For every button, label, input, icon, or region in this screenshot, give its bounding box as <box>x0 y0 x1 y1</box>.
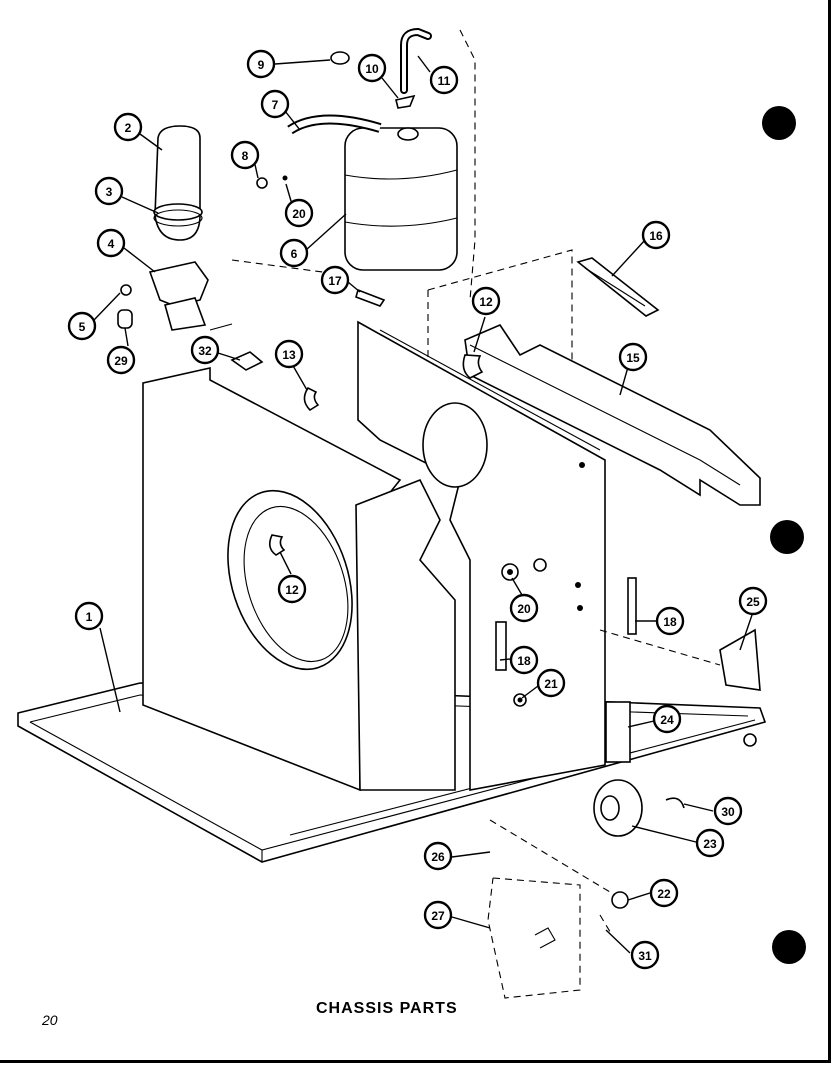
callout-label: 26 <box>431 850 445 864</box>
callout-22: 22 <box>649 878 679 908</box>
callout-8: 8 <box>230 140 260 170</box>
callout-24: 24 <box>652 704 682 734</box>
right-side-parts <box>489 577 761 936</box>
binder-hole-middle <box>770 520 804 554</box>
callout-label: 23 <box>703 837 717 851</box>
callout-20-top: 20 <box>284 198 314 228</box>
callout-label: 15 <box>626 351 640 365</box>
callout-label: 2 <box>125 121 132 135</box>
callout-2: 2 <box>113 112 143 142</box>
callout-label: 20 <box>517 602 531 616</box>
callout-label: 5 <box>79 320 86 334</box>
binder-hole-bottom <box>772 930 806 964</box>
callout-12-fan: 12 <box>277 574 307 604</box>
callout-11: 11 <box>429 65 459 95</box>
callout-label: 4 <box>108 237 115 251</box>
callout-5: 5 <box>67 311 97 341</box>
callout-18-right: 18 <box>655 606 685 636</box>
page-title: CHASSIS PARTS <box>316 1000 458 1017</box>
callout-label: 17 <box>328 274 342 288</box>
callout-17: 17 <box>320 265 350 295</box>
callout-12-top: 12 <box>471 286 501 316</box>
callout-label: 7 <box>272 98 279 112</box>
callout-label: 11 <box>438 74 451 88</box>
callout-label: 16 <box>649 229 663 243</box>
water-tank <box>231 29 476 301</box>
callout-6: 6 <box>279 238 309 268</box>
callout-15: 15 <box>618 342 648 372</box>
callout-label: 24 <box>660 713 674 727</box>
callout-label: 31 <box>638 949 652 963</box>
callout-31: 31 <box>630 940 660 970</box>
page-number: 20 <box>42 1012 58 1028</box>
callout-25: 25 <box>738 586 768 616</box>
callout-30: 30 <box>713 796 743 826</box>
rear-rail <box>427 249 761 506</box>
callout-label: 22 <box>657 887 671 901</box>
callout-29: 29 <box>106 345 136 375</box>
callout-26: 26 <box>423 841 453 871</box>
leader-lines <box>93 55 753 954</box>
callout-label: 20 <box>292 207 306 221</box>
callout-label: 3 <box>106 185 113 199</box>
callout-label: 13 <box>282 348 296 362</box>
callout-label: 9 <box>258 58 265 72</box>
callout-23: 23 <box>695 828 725 858</box>
callout-label: 8 <box>242 149 249 163</box>
callout-label: 25 <box>746 595 760 609</box>
control-box <box>487 877 581 999</box>
callout-18-center: 18 <box>509 645 539 675</box>
callout-label: 18 <box>663 615 677 629</box>
callout-32: 32 <box>190 335 220 365</box>
bracket-assembly <box>117 261 484 556</box>
callout-label: 21 <box>544 677 558 691</box>
callout-21: 21 <box>536 668 566 698</box>
callout-10: 10 <box>357 53 387 83</box>
callout-label: 32 <box>198 344 212 358</box>
callout-13: 13 <box>274 339 304 369</box>
callout-label: 29 <box>114 354 128 368</box>
callout-7: 7 <box>260 89 290 119</box>
callout-3: 3 <box>94 176 124 206</box>
callout-label: 18 <box>517 654 531 668</box>
binder-hole-top <box>762 106 796 140</box>
callout-label: 10 <box>365 62 379 76</box>
duct-assembly <box>153 125 203 241</box>
callout-20-center: 20 <box>509 593 539 623</box>
callout-label: 12 <box>285 583 299 597</box>
callout-1: 1 <box>74 601 104 631</box>
callout-label: 30 <box>721 805 735 819</box>
callout-label: 6 <box>291 247 298 261</box>
callout-label: 27 <box>431 909 445 923</box>
callout-27: 27 <box>423 900 453 930</box>
callout-16: 16 <box>641 220 671 250</box>
callout-9: 9 <box>246 49 276 79</box>
callout-label: 12 <box>479 295 493 309</box>
callout-4: 4 <box>96 228 126 258</box>
callout-label: 1 <box>86 610 93 624</box>
